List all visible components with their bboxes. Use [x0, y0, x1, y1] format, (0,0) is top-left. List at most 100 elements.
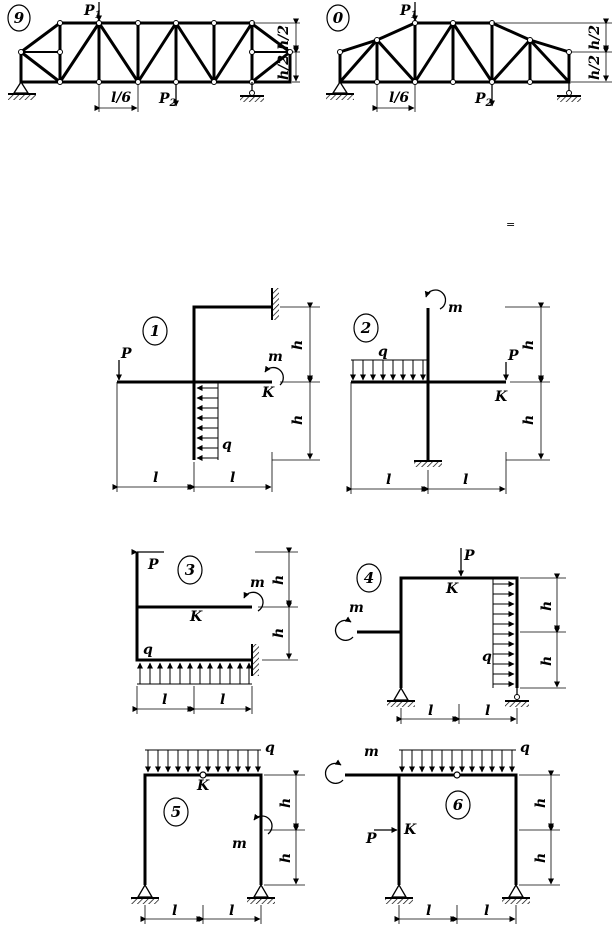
truss-9-panel-label: l/6 [111, 90, 131, 106]
frame-4-h1-label: h [539, 601, 555, 611]
frame-3-k-label: K [189, 609, 203, 625]
frame-5-left-support [131, 883, 159, 904]
frame-4-l1-label: l [428, 703, 433, 719]
truss-9-number-circle [7, 4, 31, 32]
frame-2-p-label: P [507, 348, 519, 364]
frame-3-l2-label: l [220, 692, 225, 708]
frame-3-h2-label: h [271, 628, 287, 638]
frame-4-right-support [505, 688, 529, 707]
truss-9-left-support [8, 80, 36, 100]
frame-5-right-support [247, 883, 275, 904]
truss-0-p1-label: P1 [399, 3, 418, 21]
truss-0-h-bottom-label: h/2 [587, 55, 603, 80]
frame-5-distributed-load [145, 749, 261, 773]
frame-5-k-label: K [196, 778, 210, 794]
frame-4-moment-arrow [334, 616, 354, 641]
frame-6-right-support [502, 883, 530, 904]
frame-3-q-label: q [143, 642, 153, 658]
frame-1: 1 P m K q [112, 288, 320, 492]
truss-9-h-top-label: h/2 [276, 25, 292, 50]
frame-6-m-label: m [364, 744, 379, 760]
truss-9-h-bottom-label: h/2 [276, 55, 292, 80]
frame-5-h2-label: h [278, 853, 294, 863]
frame-6: 6 m q P K [324, 740, 560, 924]
frame-6-distributed-load [399, 749, 516, 773]
truss-0-panel-label: l/6 [389, 90, 409, 106]
frame-3: 3 P m K q [131, 547, 298, 714]
frame-2-h2-label: h [521, 415, 537, 425]
frame-2-distributed-load [350, 359, 428, 381]
frame-6-l1-label: l [426, 903, 431, 919]
frame-4-left-support [387, 686, 415, 707]
frame-1-h1-label: h [290, 340, 306, 350]
frame-2-k-label: K [494, 389, 508, 405]
frame-5-l1-label: l [172, 903, 177, 919]
frame-6-number: 6 [453, 796, 464, 814]
frame-4-distributed-load [492, 579, 515, 688]
frame-6-h2-label: h [533, 853, 549, 863]
frame-6-l2-label: l [484, 903, 489, 919]
truss-0-number-circle [326, 4, 350, 32]
frame-1-h2-label: h [290, 415, 306, 425]
frame-4: 4 P K m q [334, 548, 566, 724]
frame-1-distributed-load [196, 383, 219, 461]
truss-0-p2-label: P2 [474, 91, 493, 109]
frame-3-moment-arrow [243, 591, 264, 612]
frame-2-q-label: q [378, 344, 388, 360]
truss-0-chords [338, 21, 571, 84]
frame-6-moment-arrow [324, 759, 344, 784]
frame-4-number: 4 [364, 569, 374, 587]
frame-1-p-label: P [120, 346, 132, 362]
frame-6-p-label: P [365, 831, 377, 847]
frame-4-q-label: q [482, 649, 492, 665]
frame-1-k-label: K [261, 385, 275, 401]
frame-2-m-label: m [448, 300, 463, 316]
frame-2-l1-label: l [386, 472, 391, 488]
frame-5-m-label: m [232, 836, 247, 852]
frame-3-h1-label: h [271, 575, 287, 585]
frame-6-q-label: q [520, 740, 530, 756]
frame-3-l1-label: l [162, 692, 167, 708]
frame-1-l1-label: l [153, 470, 158, 486]
frame-2-number: 2 [360, 319, 371, 337]
frame-6-hinge [453, 771, 461, 779]
frame-3-p-label: P [147, 557, 159, 573]
frame-3-m-label: m [250, 575, 265, 591]
frame-1-number: 1 [150, 322, 160, 340]
truss-0-h-top-label: h/2 [587, 25, 603, 50]
frame-2: 2 m q P K [346, 289, 550, 494]
frame-3-distributed-load [137, 662, 252, 685]
frame-3-fixed-support [251, 644, 259, 676]
frame-5-number: 5 [171, 803, 181, 821]
frame-6-left-support [385, 883, 413, 904]
truss-0-right-support [557, 82, 581, 102]
truss-9-right-support [240, 82, 264, 102]
frame-3-number: 3 [185, 561, 195, 579]
frame-1-members [192, 305, 272, 460]
frame-5-moment-arrow [253, 813, 273, 835]
truss-9-number: 9 [14, 9, 25, 27]
truss-0-number: 0 [333, 9, 344, 27]
frame-4-k-label: K [445, 581, 459, 597]
truss-9-p2-label: P2 [158, 91, 177, 109]
truss-9: 9 [7, 2, 300, 112]
frame-4-h2-label: h [539, 656, 555, 666]
frame-2-l2-label: l [463, 472, 468, 488]
frame-4-p-label: P [463, 548, 475, 564]
frame-5-h1-label: h [278, 798, 294, 808]
frame-6-h1-label: h [533, 798, 549, 808]
truss-0: 0 P1 [326, 2, 612, 112]
frame-3-members [135, 552, 252, 662]
frame-2-fixed-support [414, 460, 442, 467]
truss-0-left-support [326, 80, 354, 100]
frame-1-l2-label: l [230, 470, 235, 486]
frame-2-moment-arrow [424, 289, 447, 310]
frame-4-m-label: m [349, 600, 364, 616]
truss-9-p1-label: P1 [83, 3, 102, 21]
frame-5: 5 K q m [131, 740, 305, 924]
frame-5-q-label: q [265, 740, 275, 756]
frame-1-m-label: m [268, 349, 283, 365]
frame-6-k-label: K [403, 822, 417, 838]
stray-mark: = [506, 218, 515, 231]
